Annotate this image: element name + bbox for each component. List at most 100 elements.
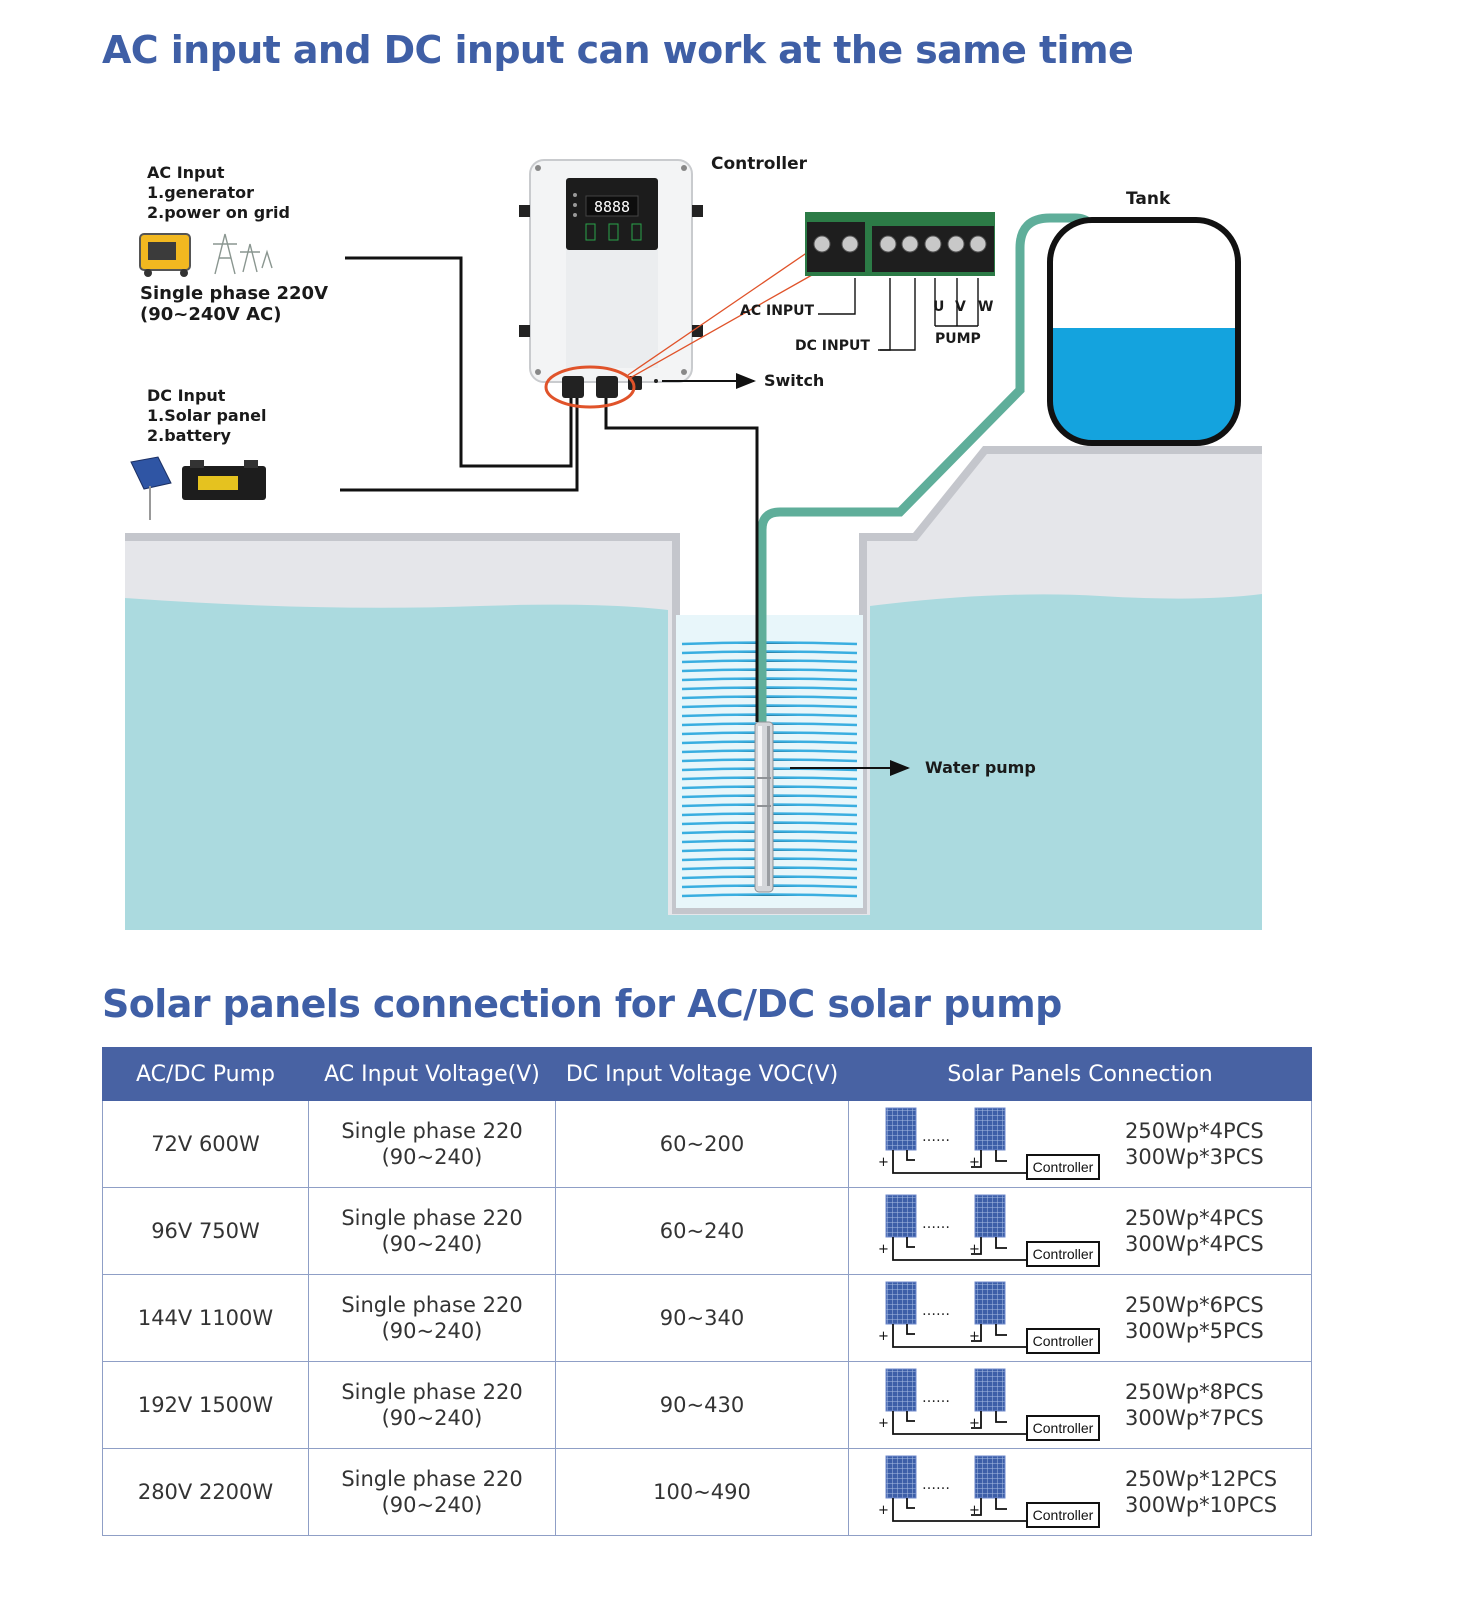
panel-connection-cell: …… + + Controller 250Wp*12PCS 300Wp*10PC… — [848, 1448, 1312, 1536]
page-title: AC input and DC input can work at the sa… — [102, 28, 1134, 72]
ac-voltage-line-2: (90~240) — [381, 1493, 483, 1517]
ac-voltage-line-1: Single phase 220 — [341, 1380, 523, 1404]
controller-label: Controller — [711, 154, 808, 174]
battery-icon — [182, 460, 266, 500]
power-tower-icon — [213, 233, 273, 275]
ac-voltage-cell: Single phase 220(90~240) — [308, 1187, 556, 1275]
dc-input-heading: DC Input — [147, 386, 226, 405]
ac-voltage-line-2: (90~240) — [381, 1319, 483, 1343]
dc-voltage-cell: 90~340 — [555, 1274, 849, 1362]
controller-box — [519, 159, 703, 398]
controller-label: Controller — [1033, 1159, 1094, 1175]
table-header-row: AC/DC Pump AC Input Voltage(V) DC Input … — [102, 1047, 1312, 1101]
table-row: 72V 600W Single phase 220(90~240) 60~200… — [102, 1100, 1312, 1188]
ac-voltage-cell: Single phase 220(90~240) — [308, 1100, 556, 1188]
ac-voltage-cell: Single phase 220(90~240) — [308, 1274, 556, 1362]
spec-table: AC/DC Pump AC Input Voltage(V) DC Input … — [102, 1047, 1312, 1536]
series-wiring-diagram: …… + + Controller — [878, 1368, 1100, 1441]
plus-sign: + — [969, 1242, 980, 1257]
pump-cell: 192V 1500W — [102, 1361, 309, 1449]
panel-configurations: 250Wp*4PCS 300Wp*3PCS — [1125, 1118, 1264, 1170]
water-stripe — [681, 893, 858, 898]
config-300wp: 300Wp*3PCS — [1125, 1145, 1264, 1169]
connector-highlight — [544, 365, 636, 409]
terminal-screw — [901, 235, 919, 253]
pump-cell: 72V 600W — [102, 1100, 309, 1188]
config-250wp: 250Wp*6PCS — [1125, 1293, 1264, 1317]
config-300wp: 300Wp*10PCS — [1125, 1493, 1278, 1517]
config-250wp: 250Wp*8PCS — [1125, 1380, 1264, 1404]
config-250wp: 250Wp*12PCS — [1125, 1467, 1278, 1491]
plus-sign: + — [969, 1155, 980, 1170]
water-stripe — [681, 677, 858, 682]
dc-input-item-1: 1.Solar panel — [147, 406, 266, 425]
water-stripe — [681, 659, 858, 664]
controller-label: Controller — [1033, 1420, 1094, 1436]
solar-panel-icon — [885, 1107, 917, 1151]
config-300wp: 300Wp*5PCS — [1125, 1319, 1264, 1343]
groundwater — [125, 594, 1262, 930]
header-dc-voltage: DC Input Voltage VOC(V) — [555, 1047, 849, 1101]
series-wiring-diagram: …… + + Controller — [878, 1194, 1100, 1267]
controller-label: Controller — [1033, 1246, 1094, 1262]
terminal-board — [805, 212, 995, 276]
controller-box — [1026, 1241, 1100, 1267]
controller-label: Controller — [1033, 1507, 1094, 1523]
ac-voltage-line-2: (90~240) — [381, 1145, 483, 1169]
terminal-screw — [969, 235, 987, 253]
solar-panel-icon — [974, 1194, 1006, 1238]
ac-voltage-cell: Single phase 220(90~240) — [308, 1448, 556, 1536]
series-dots: …… — [922, 1303, 950, 1319]
solar-panel-icon — [974, 1368, 1006, 1412]
plus-sign: + — [969, 1329, 980, 1344]
table-row: 96V 750W Single phase 220(90~240) 60~240… — [102, 1187, 1312, 1275]
dc-voltage-cell: 60~200 — [555, 1100, 849, 1188]
config-300wp: 300Wp*4PCS — [1125, 1232, 1264, 1256]
table-row: 192V 1500W Single phase 220(90~240) 90~4… — [102, 1361, 1312, 1449]
ac-voltage-line-1: Single phase 220 — [341, 1467, 523, 1491]
water-stripe — [681, 713, 858, 718]
plus-sign: + — [878, 1329, 889, 1344]
dc-input-terminal-label: DC INPUT — [795, 338, 870, 354]
wiring — [340, 256, 759, 722]
wires — [892, 1324, 1037, 1348]
water-stripe — [681, 686, 858, 691]
pump-cell: 96V 750W — [102, 1187, 309, 1275]
pump-terminal-label: PUMP — [935, 331, 981, 347]
dc-voltage-cell: 90~430 — [555, 1361, 849, 1449]
solar-panel-icon — [974, 1281, 1006, 1325]
plus-sign: + — [878, 1242, 889, 1257]
panel-connection-cell: …… + + Controller 250Wp*4PCS 300Wp*3PCS — [848, 1100, 1312, 1188]
water-stripe — [681, 641, 858, 646]
panel-configurations: 250Wp*12PCS 300Wp*10PCS — [1125, 1466, 1277, 1518]
header-panel-connection: Solar Panels Connection — [848, 1047, 1312, 1101]
ac-voltage-cell: Single phase 220(90~240) — [308, 1361, 556, 1449]
solar-panel-icon — [885, 1194, 917, 1238]
series-dots: …… — [922, 1390, 950, 1406]
tank-label: Tank — [1126, 189, 1171, 209]
ac-voltage-line-1: Single phase 220 — [341, 1206, 523, 1230]
water-pump — [754, 721, 774, 893]
wires — [892, 1498, 1037, 1522]
table-row: 280V 2200W Single phase 220(90~240) 100~… — [102, 1448, 1312, 1536]
system-diagram: Tank Water pump AC Input 1.generator 2.p… — [125, 154, 1262, 930]
panel-connection-cell: …… + + Controller 250Wp*4PCS 300Wp*4PCS — [848, 1187, 1312, 1275]
solar-panel-icon — [130, 456, 172, 520]
terminal-screw — [924, 235, 942, 253]
ac-voltage-line-2: (90~240) — [381, 1232, 483, 1256]
series-dots: …… — [922, 1129, 950, 1145]
water-stripe — [681, 704, 858, 709]
series-wiring-diagram: …… + + Controller — [878, 1455, 1100, 1528]
wires — [892, 1411, 1037, 1435]
controller-box — [1026, 1328, 1100, 1354]
config-250wp: 250Wp*4PCS — [1125, 1119, 1264, 1143]
table-row: 144V 1100W Single phase 220(90~240) 90~3… — [102, 1274, 1312, 1362]
panel-configurations: 250Wp*6PCS 300Wp*5PCS — [1125, 1292, 1264, 1344]
generator-icon — [139, 233, 191, 277]
ac-input-item-2: 2.power on grid — [147, 203, 290, 222]
plus-sign: + — [878, 1503, 889, 1518]
solar-panel-icon — [885, 1281, 917, 1325]
series-wiring-diagram: …… + + Controller — [878, 1281, 1100, 1354]
wires — [892, 1237, 1037, 1261]
u-terminal-label: U — [933, 299, 944, 315]
